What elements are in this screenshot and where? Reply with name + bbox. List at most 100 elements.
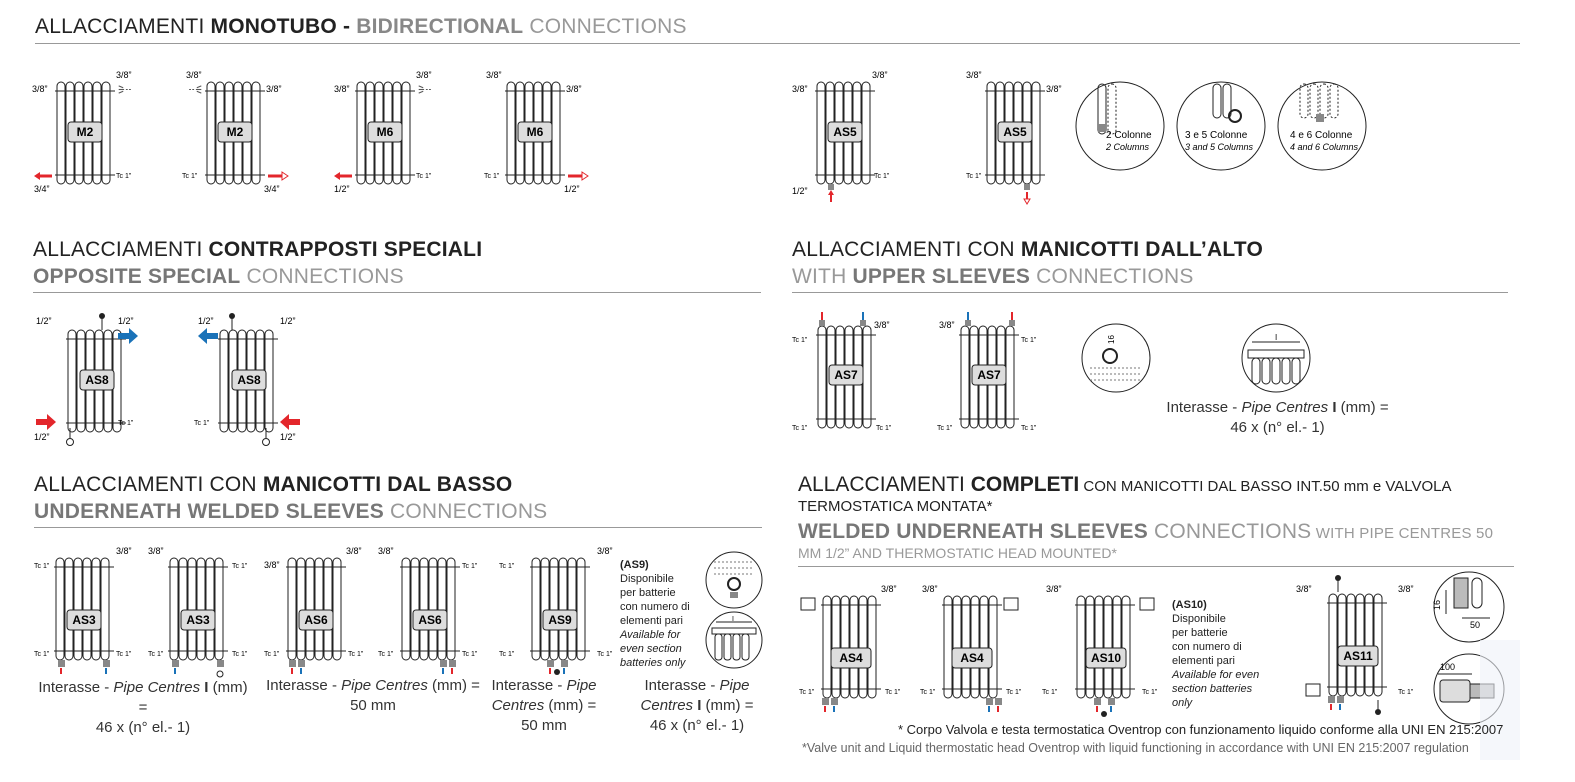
dim-label: 3/8”: [1046, 584, 1062, 594]
dim-label: Tc 1”: [34, 651, 50, 658]
columns-detail-46: 4 e 6 Colonne 4 and 6 Columns: [1277, 81, 1367, 171]
formula-pipe-centres-alto: Interasse - Pipe Centres I (mm) = 46 x (…: [1166, 399, 1389, 436]
dim-label: Tc 1”: [34, 563, 50, 570]
model-label: AS3: [72, 613, 96, 627]
dim-label: Tc 1”: [232, 651, 248, 658]
section-title-completi-2: TERMOSTATICA MONTATA*: [798, 498, 993, 515]
section-subtitle-alto: WITH UPPER SLEEVES CONNECTIONS: [792, 265, 1194, 288]
dim-label: 3/8”: [346, 546, 362, 556]
diagram-as7-right: AS7 3/8” Tc 1” Tc 1” Tc 1”: [937, 312, 1037, 432]
diagram-as4-right: AS4 3/8” Tc 1” Tc 1”: [920, 584, 1022, 712]
dim-label: 1/2”: [334, 184, 350, 194]
dim-label: 3/8”: [872, 70, 888, 80]
formula-as9-right: Interasse - Pipe Centres I (mm) = 46 x (…: [640, 677, 754, 734]
diagram-m2-right: M2 3/8” 3/8” 3/4” Tc 1”: [182, 70, 289, 194]
dim-label: 3/8”: [32, 84, 48, 94]
dim-label: 1/2”: [564, 184, 580, 194]
model-label: AS9: [548, 613, 572, 627]
dim-label: Tc 1”: [378, 651, 394, 658]
diagram-as7-left: AS7 3/8” Tc 1” Tc 1” Tc 1”: [792, 312, 892, 432]
dim-label: 50: [1470, 620, 1480, 630]
dim-label: Tc 1”: [937, 425, 953, 432]
dim-label: Tc 1”: [1021, 425, 1037, 432]
footnote-en: *Valve unit and Liquid thermostatic head…: [802, 741, 1469, 755]
dim-label: Tc 1”: [348, 651, 364, 658]
dim-label: 16: [1107, 335, 1116, 344]
detail-circle-as9-bottom: I: [705, 611, 763, 669]
dim-label: Tc 1”: [920, 689, 936, 696]
dim-label: Tc 1”: [462, 651, 478, 658]
diagram-m2-left: M2 3/8” 3/8” 3/4” Tc 1”: [32, 70, 132, 194]
dim-label: Tc 1”: [116, 651, 132, 658]
model-label: AS5: [833, 125, 857, 139]
dim-label: 1/2”: [36, 316, 52, 326]
model-label: AS6: [418, 613, 442, 627]
dim-label: 3/8”: [116, 70, 132, 80]
model-label: AS11: [1343, 649, 1373, 663]
dim-label: Tc 1”: [462, 563, 478, 570]
model-label: M6: [527, 125, 544, 139]
dim-label: Tc 1”: [874, 173, 890, 180]
column-label: 4 e 6 Colonne: [1290, 130, 1353, 141]
diagram-m6-right: M6 3/8” 3/8” 1/2” Tc 1”: [484, 70, 589, 194]
section-subtitle-completi: WELDED UNDERNEATH SLEEVES CONNECTIONS WI…: [798, 520, 1494, 543]
model-label: M2: [77, 125, 94, 139]
dim-label: Tc 1”: [1021, 337, 1037, 344]
dim-label: Tc 1”: [597, 651, 613, 658]
section-subtitle-completi-2: MM 1/2” AND THERMOSTATIC HEAD MOUNTED*: [798, 545, 1117, 561]
dim-label: 1/2”: [280, 316, 296, 326]
dim-label: Tc 1”: [148, 651, 164, 658]
dim-label: 1/2”: [280, 432, 296, 442]
diagram-as4-left: AS4 3/8” Tc 1” Tc 1”: [799, 584, 901, 712]
section-title-monotubo: ALLACCIAMENTI MONOTUBO - BIDIRECTIONAL C…: [35, 15, 687, 38]
model-label: AS7: [977, 368, 1001, 382]
dim-label: Tc 1”: [182, 173, 198, 180]
dim-label: Tc 1”: [484, 173, 500, 180]
watermark: [1480, 640, 1520, 760]
dim-label: 3/8”: [597, 546, 613, 556]
dim-label: Tc 1”: [792, 425, 808, 432]
model-label: AS4: [839, 651, 863, 665]
section-title-completi: ALLACCIAMENTI COMPLETI CON MANICOTTI DAL…: [798, 473, 1452, 496]
dim-label: 3/8”: [334, 84, 350, 94]
dim-label: 3/8”: [486, 70, 502, 80]
section-title-contrapposti: ALLACCIAMENTI CONTRAPPOSTI SPECIALI: [33, 238, 483, 261]
dim-label: 3/8”: [264, 560, 280, 570]
diagram-as3-left: AS3 3/8” Tc 1” Tc 1” Tc 1”: [34, 546, 132, 674]
formula-as3: Interasse - Pipe Centres I (mm) = 46 x (…: [38, 679, 248, 736]
section-divider: [792, 292, 1508, 293]
dim-label: 3/8”: [566, 84, 582, 94]
dim-label: Tc 1”: [1006, 689, 1022, 696]
detail-circle-pipe-centres: I: [1241, 323, 1311, 393]
dim-label: Tc 1”: [792, 337, 808, 344]
diagram-as8-left: AS8 1/2” 1/2” 1/2” Tc 1”: [34, 313, 138, 446]
detail-circle-top: 16: [1081, 323, 1151, 393]
dim-label: Tc 1”: [499, 651, 515, 658]
dim-label: Tc 1”: [118, 420, 134, 427]
diagram-as6-right: AS6 3/8” Tc 1” Tc 1” Tc 1”: [378, 546, 478, 674]
dim-label: 16: [1432, 600, 1442, 610]
model-label: AS3: [186, 613, 210, 627]
dim-label: 3/4”: [34, 184, 50, 194]
formula-as9: Interasse - Pipe Centres (mm) = 50 mm: [491, 677, 597, 734]
section-divider: [34, 527, 762, 528]
dim-label: 3/8”: [922, 584, 938, 594]
dim-label: Tc 1”: [1142, 689, 1158, 696]
footnote-it: * Corpo Valvola e testa termostatica Ove…: [898, 722, 1504, 737]
columns-detail-2: 2 Colonne 2 Columns: [1075, 81, 1165, 171]
section-subtitle-basso: UNDERNEATH WELDED SLEEVES CONNECTIONS: [34, 500, 548, 523]
dim-label: Tc 1”: [264, 651, 280, 658]
dim-label: 1/2”: [198, 316, 214, 326]
dim-label: 3/8”: [378, 546, 394, 556]
column-label: 2 Columns: [1105, 142, 1150, 152]
diagram-as3-right: AS3 3/8” Tc 1” Tc 1” Tc 1”: [148, 546, 248, 678]
section-title-basso: ALLACCIAMENTI CON MANICOTTI DAL BASSO: [34, 473, 513, 496]
dim-label: I: [732, 616, 734, 623]
dim-label: 1/2”: [118, 316, 134, 326]
dim-label: Tc 1”: [885, 689, 901, 696]
detail-circle-valve-top: 16 50: [1432, 571, 1505, 643]
dim-label: 3/8”: [939, 320, 955, 330]
dim-label: 3/8”: [966, 70, 982, 80]
model-label: AS8: [237, 373, 261, 387]
diagram-m6-left: M6 3/8” 3/8” 1/2” Tc 1”: [334, 70, 432, 194]
